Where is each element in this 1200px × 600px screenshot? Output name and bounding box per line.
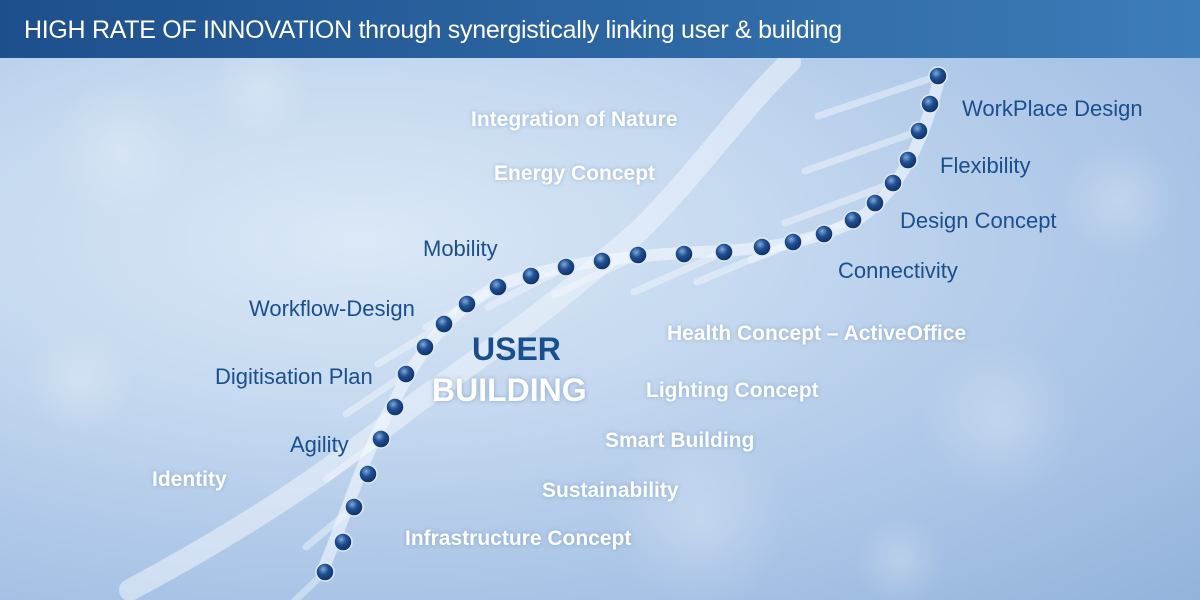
topic-workflow-design: Workflow-Design xyxy=(249,296,415,321)
background-bokeh xyxy=(25,40,1180,600)
bokeh-light xyxy=(920,340,1080,500)
topic-flexibility: Flexibility xyxy=(940,153,1031,178)
topic-design-concept: Design Concept xyxy=(900,208,1057,233)
helix-node xyxy=(783,232,803,252)
topic-infrastructure-concept: Infrastructure Concept xyxy=(405,527,632,550)
helix-node xyxy=(371,429,391,449)
bokeh-light xyxy=(50,80,190,220)
helix-node xyxy=(592,251,612,271)
helix-node xyxy=(883,173,903,193)
helix-node xyxy=(396,364,416,384)
helix-node xyxy=(909,121,929,141)
header-bar: HIGH RATE OF INNOVATION through synergis… xyxy=(0,0,1200,58)
center-building-label: BUILDING xyxy=(432,372,587,408)
helix-node xyxy=(521,266,541,286)
center-user-label: USER xyxy=(472,331,561,367)
helix-node xyxy=(358,464,378,484)
topic-lighting-concept: Lighting Concept xyxy=(646,379,819,402)
helix-node xyxy=(415,337,435,357)
topic-digitisation-plan: Digitisation Plan xyxy=(215,364,373,389)
helix-back-strand xyxy=(119,51,801,600)
helix-node xyxy=(843,210,863,230)
helix-node xyxy=(814,224,834,244)
topic-workplace-design: WorkPlace Design xyxy=(962,96,1143,121)
helix-rung xyxy=(814,72,942,120)
helix-node xyxy=(385,397,405,417)
topic-integration-of-nature: Integration of Nature xyxy=(471,108,678,131)
helix-node xyxy=(928,66,948,86)
topic-smart-building: Smart Building xyxy=(605,429,755,452)
helix-node xyxy=(434,314,454,334)
bokeh-light xyxy=(1060,140,1180,260)
helix-node xyxy=(333,532,353,552)
helix-node xyxy=(752,237,772,257)
topic-health-concept: Health Concept – ActiveOffice xyxy=(667,322,967,345)
helix-node xyxy=(628,245,648,265)
helix-rung xyxy=(630,248,728,296)
bokeh-light xyxy=(855,515,945,600)
helix-nodes xyxy=(315,66,948,582)
helix-node xyxy=(920,94,940,114)
topic-agility: Agility xyxy=(290,432,349,457)
helix-node xyxy=(556,257,576,277)
helix-rung xyxy=(801,127,923,175)
topic-mobility: Mobility xyxy=(423,236,498,261)
helix-node xyxy=(898,150,918,170)
header-title: HIGH RATE OF INNOVATION through synergis… xyxy=(24,16,842,44)
topic-sustainability: Sustainability xyxy=(542,479,679,502)
bokeh-light xyxy=(25,325,135,435)
helix-node xyxy=(315,562,335,582)
topic-connectivity: Connectivity xyxy=(838,258,958,283)
helix-node xyxy=(674,244,694,264)
bokeh-light xyxy=(210,40,310,140)
bokeh-light xyxy=(610,430,790,600)
topic-energy-concept: Energy Concept xyxy=(494,162,656,185)
helix-node xyxy=(488,277,508,297)
topic-identity: Identity xyxy=(152,468,227,491)
helix-node xyxy=(714,242,734,262)
helix-node xyxy=(344,497,364,517)
helix-node xyxy=(865,193,885,213)
helix-rung xyxy=(342,370,410,418)
helix-rung xyxy=(781,179,897,227)
helix-node xyxy=(457,294,477,314)
